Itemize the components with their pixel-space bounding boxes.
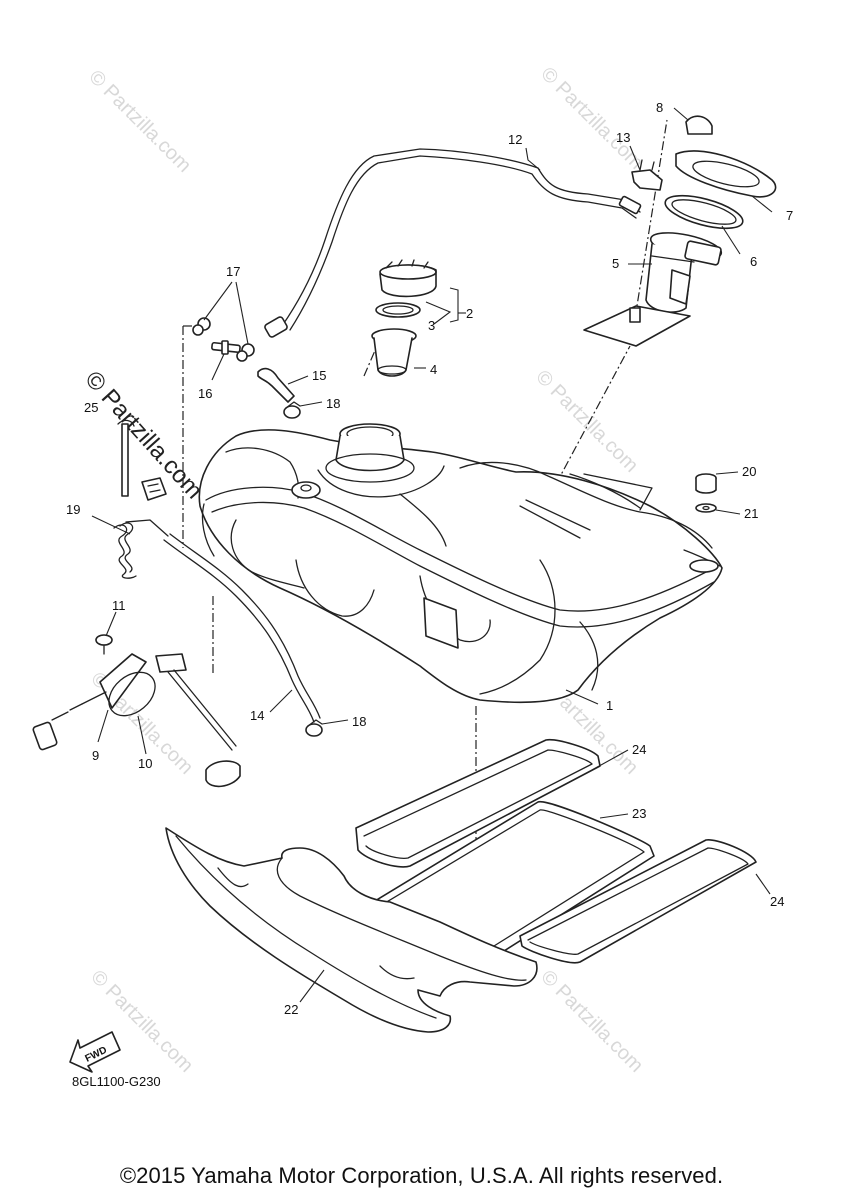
callout-label: 9 [92,748,99,763]
callout-label: 25 [84,400,98,415]
breather-hose [163,533,321,723]
callout-label: 12 [508,132,522,147]
callout-label: 7 [786,208,793,223]
callout-label: 14 [250,708,264,723]
screw [95,634,113,655]
callout-label: 18 [326,396,340,411]
callout-label: 8 [656,100,663,115]
copyright-notice: ©2015 Yamaha Motor Corporation, U.S.A. A… [119,1163,724,1188]
callout-label: 16 [198,386,212,401]
callout-label: 5 [612,256,619,271]
washer [695,503,717,513]
callout-label: 11 [112,598,126,613]
watermark-text: © Partzilla.com [536,966,647,1077]
collar [695,473,717,494]
filler-neck-strainer [371,328,417,377]
watermark-text: © Partzilla.com [86,966,197,1077]
damper-pad-lower [519,839,757,964]
callout-label: 17 [226,264,240,279]
callout-label: 1 [606,698,613,713]
coiled-hose [113,519,169,579]
callout-label: 2 [466,306,473,321]
fuel-cap-assembly [379,259,437,298]
watermark-text: © Partzilla.com [531,366,642,477]
callout-label: 23 [632,806,646,821]
hose-clamp-lower [305,719,323,737]
fuel-sender-unit [32,653,241,788]
clips-and-joint [192,317,255,362]
short-hose [257,367,295,403]
leader-lines [91,107,773,1003]
callout-label: 21 [744,506,758,521]
pump-plate [675,150,777,198]
callout-label: 20 [742,464,756,479]
callout-label: 6 [750,254,757,269]
callout-label: 3 [428,318,435,333]
callout-label: 19 [66,502,80,517]
fuel-cap-gasket [375,302,421,318]
fwd-arrow-icon: FWD [69,1031,121,1073]
drawing-code: 8GL1100-G230 [72,1074,161,1089]
pump-gasket [664,194,744,230]
callout-label: 13 [616,130,630,145]
callout-label: 15 [312,368,326,383]
hose-clip [631,159,663,191]
callout-label: 22 [284,1002,298,1017]
fuel-pump [583,232,723,347]
callout-labels: 1 2 3 4 5 6 7 8 9 10 11 12 13 14 15 16 1… [66,100,793,1017]
tank-cover [165,827,538,1033]
fuel-hose [264,148,642,338]
watermark-text: © Partzilla.com [536,63,647,174]
watermark-text: © Partzilla.com [84,66,195,177]
pump-cap [685,115,713,135]
hose-clamp-upper [283,401,301,419]
callout-label: 24 [770,894,784,909]
callout-label: 24 [632,742,646,757]
fuel-tank [198,423,723,704]
callout-label: 10 [138,756,152,771]
callout-label: 18 [352,714,366,729]
band [117,419,167,501]
callout-label: 4 [430,362,437,377]
